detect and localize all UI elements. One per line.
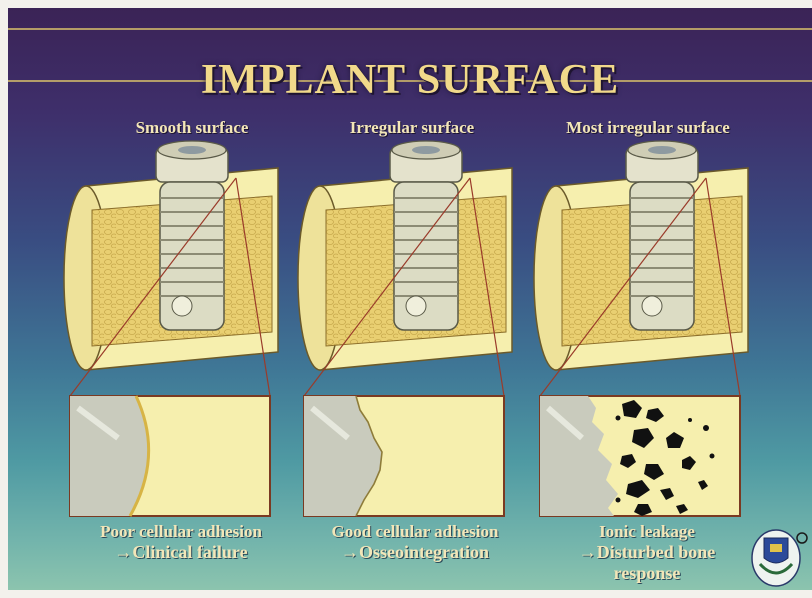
caption-line2: →Osseointegration: [290, 542, 540, 563]
caption-line1: Poor cellular adhesion: [56, 521, 306, 542]
panel-label-most-irregular: Most irregular surface: [528, 118, 768, 138]
panel-caption-irregular: Good cellular adhesion →Osseointegration: [290, 521, 540, 563]
smooth-surface-diagram: [56, 138, 296, 518]
panel-label-irregular: Irregular surface: [292, 118, 532, 138]
panel-label-smooth: Smooth surface: [72, 118, 312, 138]
magnified-interface-icon: [540, 396, 740, 516]
slide-title: IMPLANT SURFACE: [8, 56, 812, 104]
magnified-interface-icon: [304, 396, 504, 516]
caption-line1: Good cellular adhesion: [290, 521, 540, 542]
slide: IMPLANT SURFACE Smooth surface Poor cell…: [8, 8, 812, 590]
top-rule-upper: [8, 28, 812, 30]
caption-line2: →Disturbed bone: [522, 542, 772, 563]
magnified-interface-icon: [70, 396, 270, 516]
caption-line2: →Clinical failure: [56, 542, 306, 563]
panel-caption-most-irregular: Ionic leakage →Disturbed bone response: [522, 521, 772, 584]
caption-line1: Ionic leakage: [522, 521, 772, 542]
irregular-surface-diagram: [290, 138, 530, 518]
emblem-logo-icon: [750, 520, 808, 590]
caption-line3: response: [522, 563, 772, 584]
panel-caption-smooth: Poor cellular adhesion →Clinical failure: [56, 521, 306, 563]
most-irregular-surface-diagram: [526, 138, 766, 518]
